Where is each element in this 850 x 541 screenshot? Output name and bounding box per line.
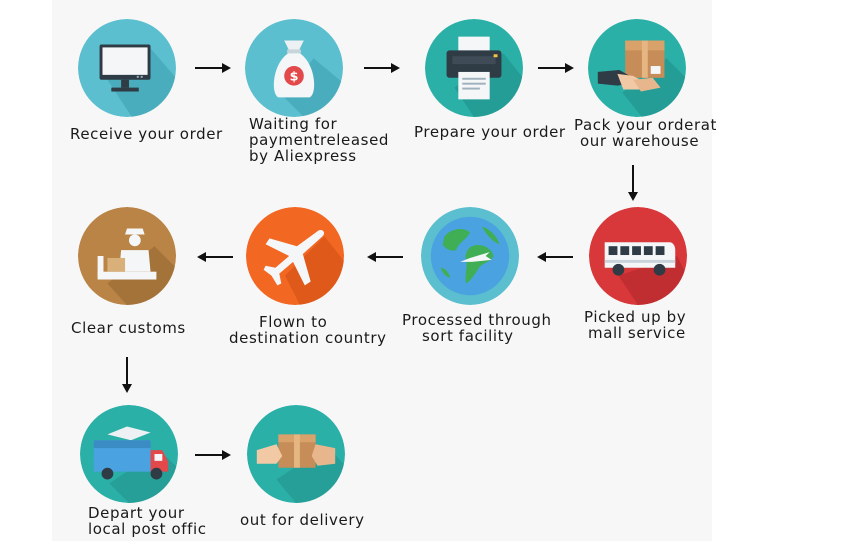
step-customs-circle	[78, 207, 176, 305]
step-depart-circle	[80, 405, 178, 503]
step-delivery-circle	[247, 405, 345, 503]
arrow-right-2	[363, 60, 401, 76]
step-pickup-circle	[589, 207, 687, 305]
step-payment-circle: $	[245, 19, 343, 117]
step-depart-label: Depart your local post offic	[88, 504, 207, 538]
step-delivery-label: out for delivery	[240, 511, 365, 529]
airplane-icon	[246, 207, 344, 305]
step-sort-label: Processed through sort facility	[402, 311, 552, 345]
globe-icon	[421, 207, 519, 305]
arrow-right-3	[537, 60, 575, 76]
step-sort-circle	[421, 207, 519, 305]
arrow-down-2	[119, 356, 135, 394]
step-prepare-label: Prepare your order	[414, 123, 566, 141]
step-pack-circle	[588, 19, 686, 117]
hands-parcel-icon	[247, 405, 345, 503]
monitor-icon	[78, 19, 176, 117]
step-customs-label: Clear customs	[71, 319, 186, 337]
step-flown-label: Flown to destination country	[229, 313, 387, 347]
svg-text:$: $	[290, 70, 299, 85]
arrow-down-1	[625, 164, 641, 202]
step-receive-circle	[78, 19, 176, 117]
bus-icon	[589, 207, 687, 305]
customs-officer-icon	[78, 207, 176, 305]
arrow-left-3	[196, 249, 234, 265]
delivery-truck-icon	[80, 405, 178, 503]
handshake-box-icon	[588, 19, 686, 117]
arrow-left-1	[536, 249, 574, 265]
step-flown-circle	[246, 207, 344, 305]
printer-icon	[425, 19, 523, 117]
money-bag-icon: $	[245, 19, 343, 117]
arrow-right-4	[194, 447, 232, 463]
step-pickup-label: Picked up by mall service	[584, 308, 687, 342]
arrow-left-2	[366, 249, 404, 265]
arrow-right-1	[194, 60, 232, 76]
step-payment-label: Waiting for paymentreleased by Aliexpres…	[249, 115, 390, 165]
step-pack-label: Pack your orderat our warehouse	[574, 116, 718, 150]
step-receive-label: Receive your order	[70, 125, 223, 143]
step-prepare-circle	[425, 19, 523, 117]
